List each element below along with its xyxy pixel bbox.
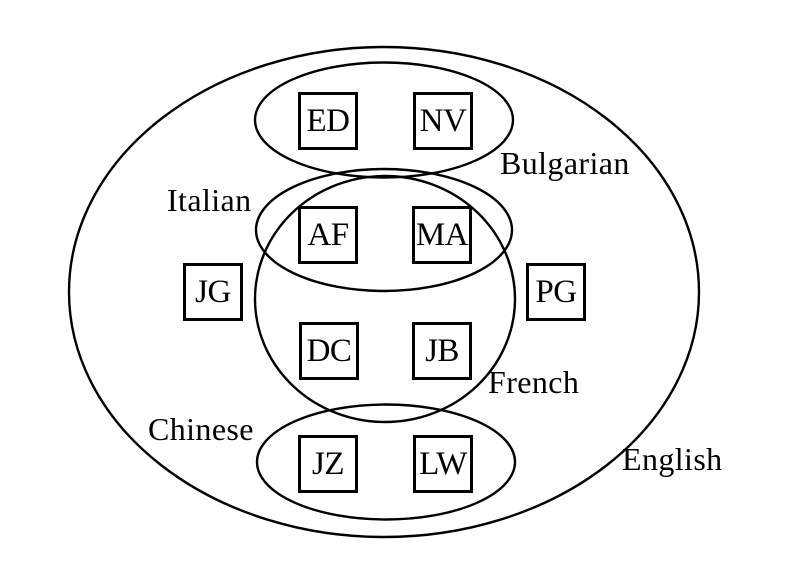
member-box-nv: NV — [413, 92, 473, 150]
member-box-pg: PG — [526, 263, 586, 321]
member-box-ed: ED — [298, 92, 358, 150]
english-set-ellipse — [67, 45, 701, 539]
italian-set-ellipse — [254, 167, 514, 293]
member-box-ma: MA — [412, 206, 472, 264]
set-label-french: French — [488, 364, 580, 400]
french-set-ellipse — [253, 174, 517, 424]
set-label-bulgarian: Bulgarian — [500, 145, 630, 181]
set-label-chinese: Chinese — [148, 411, 254, 447]
member-box-jz: JZ — [298, 435, 358, 493]
member-box-dc: DC — [299, 322, 359, 380]
set-label-italian: Italian — [167, 182, 252, 218]
member-box-af: AF — [298, 206, 358, 264]
member-box-lw: LW — [413, 435, 473, 493]
member-box-jg: JG — [183, 263, 243, 321]
bulgarian-set-ellipse — [253, 61, 515, 179]
chinese-set-ellipse — [255, 403, 517, 521]
member-box-jb: JB — [412, 322, 472, 380]
set-label-english: English — [622, 441, 723, 477]
